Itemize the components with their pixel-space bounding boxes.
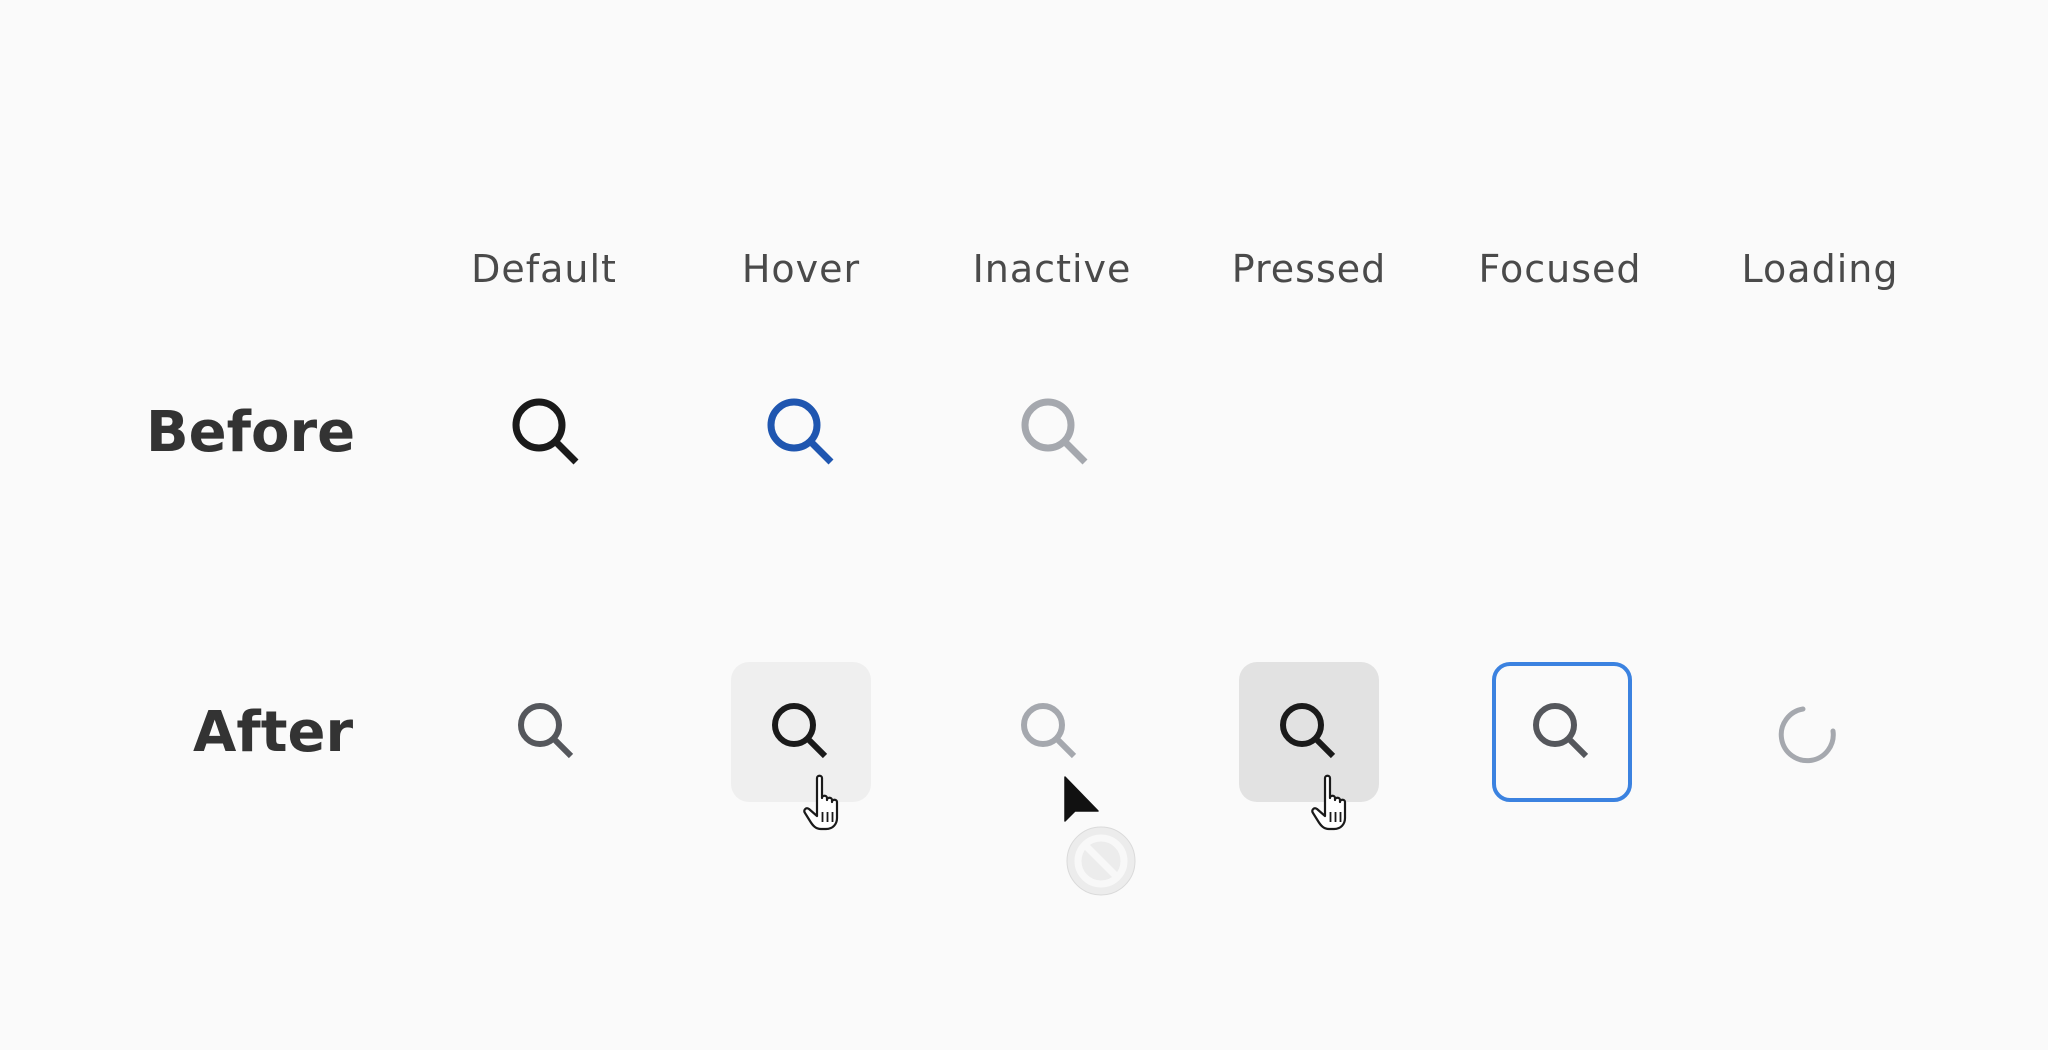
- column-header-inactive: Inactive: [972, 247, 1132, 291]
- before-default-button[interactable]: [476, 362, 616, 502]
- before-hover-button[interactable]: [731, 362, 871, 502]
- search-icon: [1533, 703, 1589, 759]
- search-icon: [512, 398, 579, 465]
- column-header-default: Default: [471, 247, 617, 291]
- after-default-button[interactable]: [477, 662, 617, 802]
- search-icon: [1021, 398, 1088, 465]
- search-icon: [1021, 703, 1077, 759]
- after-focused-button[interactable]: [1492, 662, 1632, 802]
- column-header-pressed: Pressed: [1231, 247, 1387, 291]
- hand-pointer-cursor-icon: [1311, 774, 1347, 831]
- search-icon: [767, 398, 834, 465]
- row-label-after: After: [193, 700, 354, 765]
- arrow-cursor-icon: [1064, 776, 1099, 822]
- column-header-focused: Focused: [1478, 247, 1642, 291]
- column-header-hover: Hover: [741, 247, 861, 291]
- after-hover-button[interactable]: [731, 662, 871, 802]
- search-icon: [518, 703, 574, 759]
- row-label-before: Before: [146, 400, 356, 465]
- after-pressed-button[interactable]: [1239, 662, 1379, 802]
- column-header-loading: Loading: [1741, 247, 1899, 291]
- after-inactive-button[interactable]: [980, 662, 1120, 802]
- search-icon: [1280, 703, 1336, 759]
- before-inactive-button[interactable]: [985, 362, 1125, 502]
- hand-pointer-cursor-icon: [803, 774, 839, 831]
- after-loading-button[interactable]: [1745, 665, 1885, 805]
- loading-spinner-icon: [1778, 706, 1836, 764]
- search-icon: [772, 703, 828, 759]
- not-allowed-icon: [1066, 826, 1136, 896]
